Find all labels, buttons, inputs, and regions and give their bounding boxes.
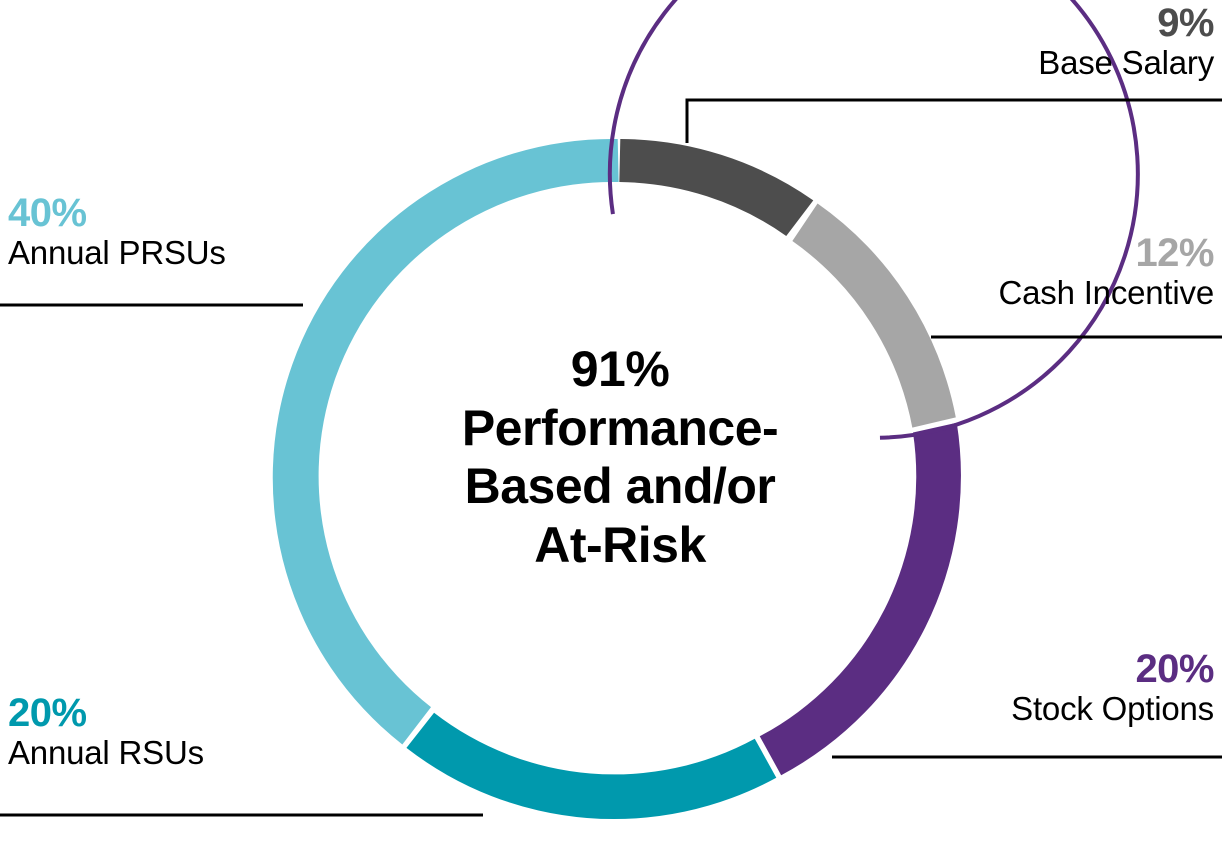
- segment-stock-options[interactable]: [759, 422, 961, 776]
- callout-annual-rsus-percent: 20%: [8, 691, 87, 735]
- callout-annual-prsus: 40% Annual PRSUs: [8, 192, 226, 272]
- callout-cash-incentive: 12% Cash Incentive: [999, 232, 1215, 312]
- center-label-line-4: At-Risk: [534, 516, 706, 573]
- callout-annual-rsus: 20% Annual RSUs: [8, 692, 204, 772]
- center-label-line-3: Based and/or: [464, 458, 776, 514]
- center-label-line-2: Performance-: [461, 399, 779, 456]
- callout-cash-incentive-label: Cash Incentive: [998, 274, 1215, 311]
- callout-cash-incentive-percent: 12%: [1135, 231, 1214, 275]
- callout-stock-options-percent: 20%: [1135, 647, 1214, 691]
- callout-stock-options-label: Stock Options: [1011, 690, 1214, 727]
- segment-annual-rsus[interactable]: [406, 712, 777, 820]
- segment-cash-incentive[interactable]: [792, 203, 956, 428]
- segment-annual-prsus[interactable]: [272, 138, 619, 745]
- callout-annual-rsus-label: Annual RSUs: [8, 734, 204, 771]
- callout-annual-prsus-percent: 40%: [8, 191, 87, 235]
- callout-base-salary-label: Base Salary: [1038, 44, 1214, 81]
- callout-base-salary-percent: 9%: [1157, 1, 1214, 45]
- donut-segments: [272, 138, 961, 820]
- callout-annual-prsus-label: Annual PRSUs: [8, 234, 226, 271]
- callout-stock-options: 20% Stock Options: [1011, 648, 1214, 728]
- segment-base-salary[interactable]: [619, 139, 814, 236]
- callout-base-salary: 9% Base Salary: [1038, 2, 1214, 82]
- leader-lines: [0, 98, 1222, 817]
- leader-line-base-salary: [685, 98, 1222, 143]
- center-label-line-1: 91%: [570, 341, 670, 397]
- center-label: 91% Performance- Based and/or At-Risk: [355, 340, 885, 574]
- performance-at-risk-arc: [607, 0, 1140, 440]
